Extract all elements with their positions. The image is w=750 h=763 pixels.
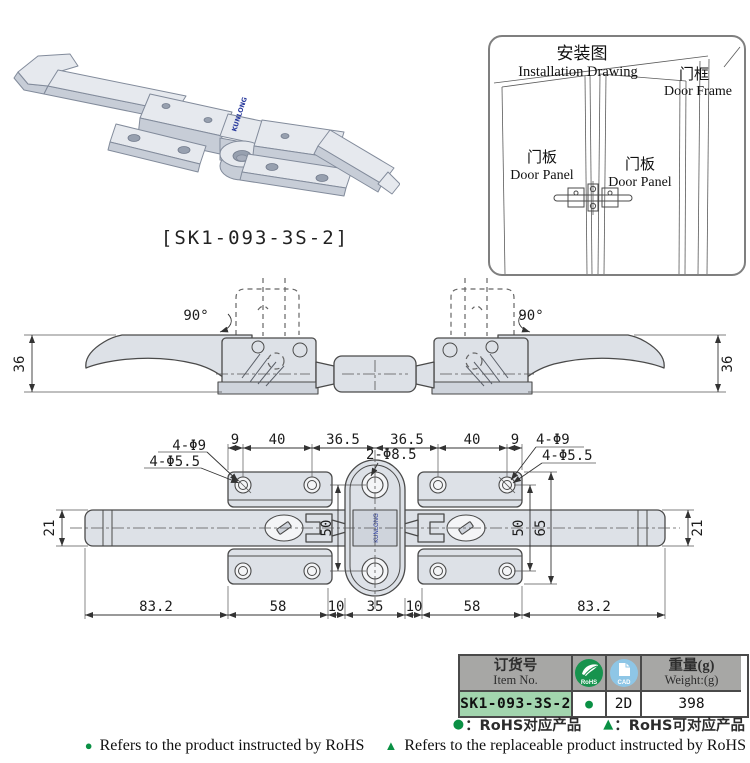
spec-table-row: SK1-093-3S-2 ● 2D 398 — [460, 692, 747, 716]
hole-label: 4-Φ5.5 — [542, 448, 593, 464]
installation-drawing-panel: 安装图 Installation Drawing 门框 Door Frame 门… — [488, 35, 746, 276]
dim-label: 10 — [328, 599, 345, 615]
hole-label: 4-Φ9 — [536, 432, 570, 448]
right-mount-plate — [403, 471, 523, 585]
item-no-header-cn: 订货号 — [493, 658, 538, 675]
side-view-drawing: 90° 90° 36 36 — [12, 278, 736, 395]
weight-value: 398 — [642, 692, 741, 716]
dim-label: 36.5 — [390, 432, 424, 448]
hole-callout-right: 4-Φ9 4-Φ5.5 — [510, 432, 596, 484]
rohs-dot-icon: ● — [452, 717, 465, 732]
rohs-header-cell: RoHS — [573, 656, 607, 692]
hole-label: 4-Φ9 — [172, 438, 206, 454]
center-hinge-block — [315, 355, 435, 393]
rotated-handle-ghost-left — [235, 278, 300, 336]
dim-label: 65 — [533, 520, 549, 537]
dim-label: 83.2 — [139, 599, 173, 615]
spec-table-header: 订货号 Item No. RoHS CAD — [460, 656, 747, 692]
top-view-drawing: KUNLONG 9 40 36.5 — [42, 432, 706, 619]
dim-label: 50 — [319, 520, 335, 537]
latch-mini-drawing — [553, 181, 633, 215]
installation-drawing: 安装图 Installation Drawing 门框 Door Frame 门… — [493, 44, 741, 275]
cad-availability-value: 2D — [607, 692, 642, 716]
height-dim-left: 36 — [12, 334, 222, 393]
product-code-label: [SK1-093-3S-2] — [160, 227, 350, 249]
door-panel-right-label-en: Door Panel — [608, 175, 671, 190]
dim-label: 83.2 — [577, 599, 611, 615]
weight-header-cell: 重量(g) Weight:(g) — [642, 656, 741, 692]
dim-label: 9 — [231, 432, 239, 448]
right-handle — [313, 129, 400, 195]
dim-label: 21 — [690, 520, 706, 537]
door-panel-left-label-en: Door Panel — [510, 168, 573, 183]
door-panel-left-label-cn: 门板 — [527, 148, 557, 166]
angle-annotation-right: 90° — [518, 308, 544, 333]
hole-label: 2-Φ8.5 — [366, 447, 417, 463]
dim-label: 40 — [464, 432, 481, 448]
hole-callout-left: 4-Φ9 4-Φ5.5 — [144, 438, 240, 484]
left-mount-base — [107, 93, 233, 173]
rohs-dot-icon: ● — [84, 738, 93, 753]
dim-label: 40 — [269, 432, 286, 448]
right-hole-span-dim: 50 — [511, 484, 536, 572]
installation-title-cn: 安装图 — [557, 44, 608, 64]
dim-label: 58 — [464, 599, 481, 615]
right-lever-arm — [431, 334, 665, 395]
rotated-handle-ghost-right — [450, 278, 515, 336]
item-no-value: SK1-093-3S-2 — [460, 692, 573, 716]
rohs-legend-en: ● Refers to the product instructed by Ro… — [0, 737, 746, 755]
brand-logo-text: KUNLONG — [373, 513, 380, 543]
door-frame-label-en: Door Frame — [664, 84, 732, 99]
rohs-legend-cn: ● ：RoHS对应产品 ▲ ：RoHS可对应产品 — [453, 714, 745, 735]
angle-value: 90° — [518, 308, 543, 324]
dim-label: 21 — [42, 520, 58, 537]
bar-width-dim-right: 21 — [662, 509, 706, 547]
angle-value: 90° — [183, 308, 208, 324]
rohs-dot-text-cn: ：RoHS对应产品 — [465, 718, 582, 734]
rohs-dot-text-en: Refers to the product instructed by RoHS — [99, 737, 365, 754]
rohs-triangle-text-en: Refers to the replaceable product instru… — [404, 737, 746, 754]
item-no-header-cell: 订货号 Item No. — [460, 656, 573, 692]
rohs-triangle-icon: ▲ — [384, 738, 398, 753]
hole-label: 4-Φ5.5 — [149, 454, 200, 470]
door-frame-label-cn: 门框 — [679, 65, 709, 83]
door-panel-right-lines — [597, 73, 687, 275]
dim-label: 50 — [511, 520, 527, 537]
bottom-dim-chain: 83.2 58 10 35 10 58 83.2 — [84, 548, 666, 619]
center-hole-span-dim: 50 — [319, 484, 366, 572]
cad-badge-label: CAD — [617, 680, 631, 686]
weight-header-en: Weight:(g) — [664, 673, 719, 688]
door-panel-right-label-cn: 门板 — [625, 155, 655, 173]
door-panel-left-lines — [501, 74, 593, 275]
cad-header-cell: CAD — [607, 656, 642, 692]
dim-label: 36.5 — [326, 432, 360, 448]
rohs-badge-icon: RoHS — [575, 659, 603, 687]
angle-annotation-left: 90° — [183, 308, 232, 333]
cad-badge-icon: CAD — [609, 659, 638, 687]
dim-label: 58 — [270, 599, 287, 615]
spec-table: 订货号 Item No. RoHS CAD — [458, 654, 749, 718]
rohs-badge-label: RoHS — [581, 680, 597, 686]
top-dim-chain: 9 40 36.5 36.5 40 9 — [227, 432, 523, 477]
height-dim-right: 36 — [528, 334, 736, 393]
hole-callout-center: 2-Φ8.5 — [366, 447, 417, 477]
dim-label: 9 — [511, 432, 519, 448]
weight-header-cn: 重量(g) — [668, 658, 715, 675]
door-frame-lines — [493, 46, 741, 275]
item-no-header-en: Item No. — [493, 673, 538, 688]
left-mount-plate — [227, 471, 347, 585]
rohs-compliant-dot: ● — [573, 692, 607, 716]
rohs-triangle-text-cn: ：RoHS可对应产品 — [614, 718, 745, 734]
rohs-triangle-icon: ▲ — [603, 717, 614, 732]
right-mount-base — [239, 119, 353, 197]
plate-height-dim: 65 — [524, 471, 557, 585]
installation-title-en: Installation Drawing — [518, 64, 638, 80]
dim-label: 36 — [720, 356, 736, 373]
bar-width-dim-left: 21 — [42, 509, 88, 547]
left-lever-arm — [85, 334, 319, 395]
dim-label: 10 — [406, 599, 423, 615]
dim-label: 35 — [367, 599, 384, 615]
product-3d-view: KUNLONG — [13, 53, 400, 197]
dim-label: 36 — [12, 356, 28, 373]
